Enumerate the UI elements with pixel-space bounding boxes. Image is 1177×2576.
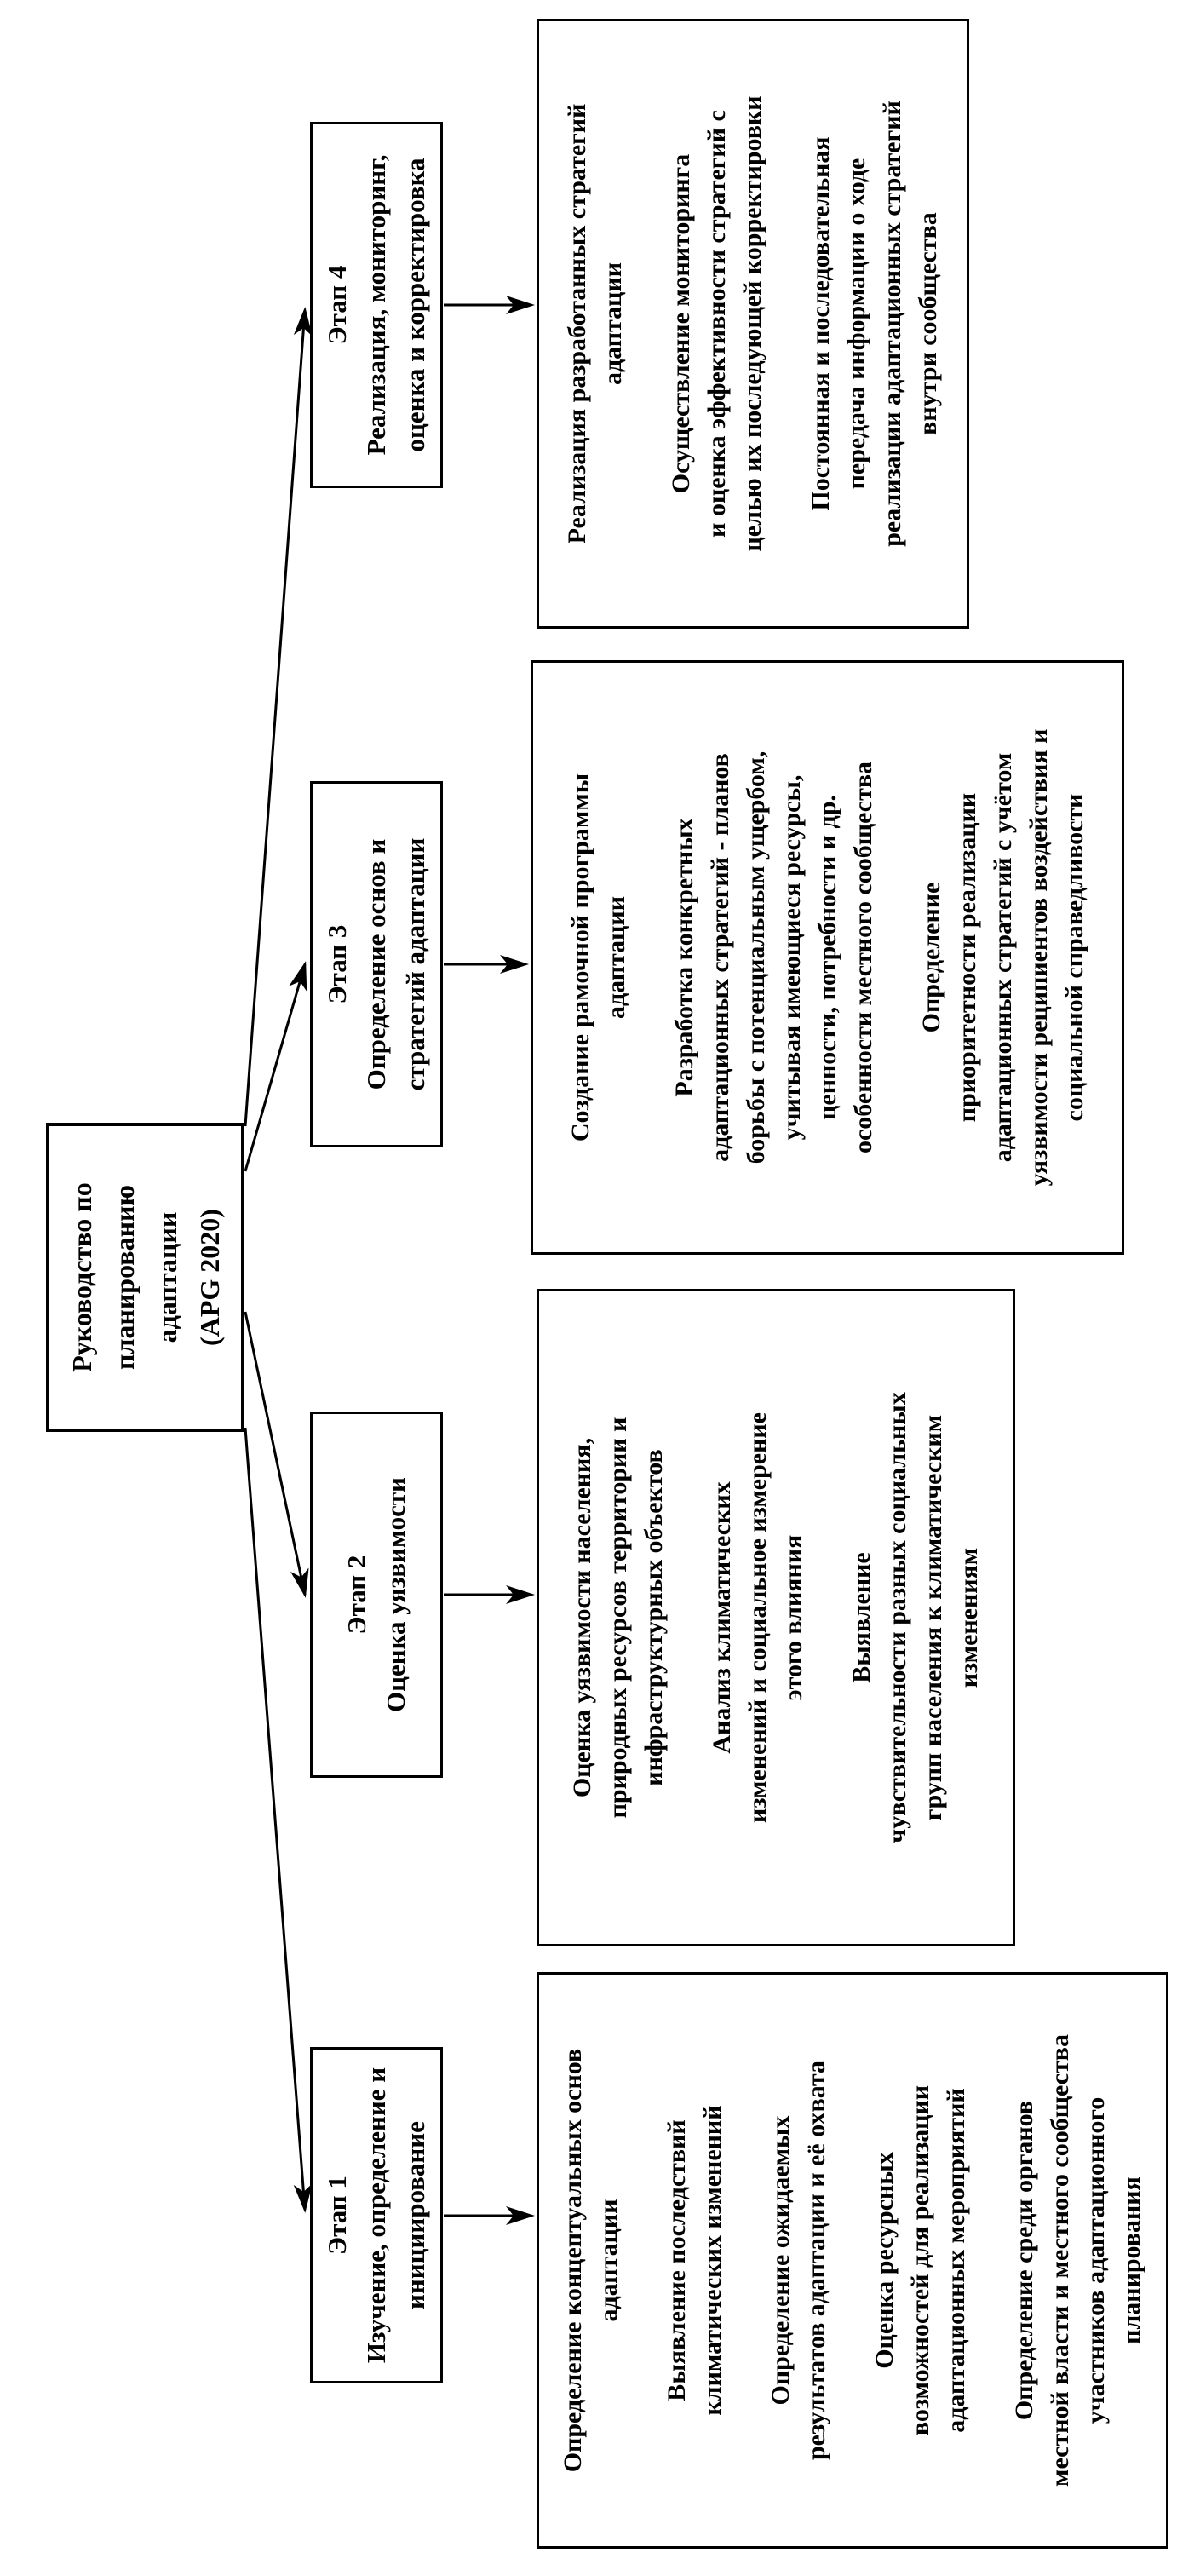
- stage-2-header-box: Этап 2 Оценка уязвимости: [310, 1412, 443, 1778]
- stage-3-header-box: Этап 3 Определение основ и стратегий ада…: [310, 781, 443, 1147]
- stage-2-detail-box: Оценка уязвимости населения, природных р…: [537, 1289, 1015, 1946]
- stage-2-header-label: Этап 2 Оценка уязвимости: [342, 1477, 411, 1712]
- stage-2-detail-item: Оценка уязвимости населения, природных р…: [568, 1417, 668, 1819]
- stage-4-detail-item: Постоянная и последовательная передача и…: [807, 101, 942, 547]
- stage-4-header-box: Этап 4 Реализация, мониторинг, оценка и …: [310, 122, 443, 488]
- stage-1-detail-item: Определение ожидаемых результатов адапта…: [766, 2060, 830, 2461]
- stage-1-detail-item: Выявление последствий климатических изме…: [663, 2105, 726, 2416]
- stage-2-detail-item: Выявление чувствительности разных социал…: [847, 1392, 983, 1843]
- stage-4-header-label: Этап 4 Реализация, мониторинг, оценка и …: [322, 154, 430, 456]
- arrow-root-to-stage-1: [244, 1427, 313, 2213]
- arrow-root-to-stage-3: [244, 961, 307, 1172]
- stage-3-detail-item: Создание рамочной программы адаптации: [566, 773, 630, 1142]
- stage-1-detail-item: Определение среди органов местной власти…: [1010, 2034, 1145, 2487]
- stage-1-detail-box: Определение концептуальных основ адаптац…: [537, 1972, 1168, 2549]
- stage-3-detail-box: Создание рамочной программы адаптации Ра…: [531, 660, 1124, 1255]
- arrow-root-to-stage-4: [244, 307, 313, 1127]
- root-box: Руководство по планированию адаптации (A…: [46, 1123, 244, 1432]
- stage-4-detail-box: Реализация разработанных стратегий адапт…: [537, 19, 969, 629]
- stage-1-detail-item: Определение концептуальных основ адаптац…: [559, 2048, 623, 2473]
- stage-4-detail-item: Осуществление мониторинга и оценка эффек…: [667, 95, 766, 552]
- stage-2-detail-item: Анализ климатических изменений и социаль…: [708, 1412, 807, 1823]
- stage-1-header-label: Этап 1 Изучение, определение и иницииров…: [322, 2067, 430, 2364]
- stage-3-detail-item: Разработка конкретных адаптационных стра…: [669, 750, 877, 1164]
- arrow-root-to-stage-2: [244, 1311, 309, 1598]
- stage-3-header-label: Этап 3 Определение основ и стратегий ада…: [322, 837, 430, 1091]
- stage-1-detail-item: Оценка ресурсных возможностей для реализ…: [870, 2084, 970, 2436]
- root-title: Руководство по планированию адаптации (A…: [66, 1182, 225, 1372]
- stage-4-detail-item: Реализация разработанных стратегий адапт…: [563, 103, 627, 544]
- stage-1-header-box: Этап 1 Изучение, определение и иницииров…: [310, 2047, 443, 2383]
- stage-3-detail-item: Определение приоритетности реализации ад…: [916, 728, 1088, 1187]
